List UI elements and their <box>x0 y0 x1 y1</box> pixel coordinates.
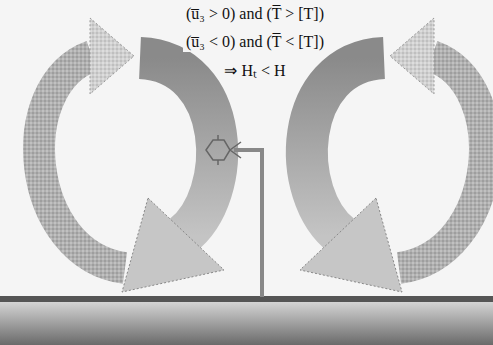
left-eddy <box>39 18 224 292</box>
anemometer <box>206 140 230 160</box>
formula-text: ⇒ Hₜ < H <box>221 61 288 81</box>
ground <box>0 302 493 345</box>
mast <box>234 150 262 297</box>
formula-text: (u̅₃ < 0) and (T̅ < [T]) <box>183 32 327 52</box>
ground-line <box>0 296 493 302</box>
formula-text: (u̅₃ > 0) and (T̅ > [T]) <box>183 4 327 24</box>
anemometer-probe <box>218 135 241 165</box>
right-eddy <box>300 18 485 292</box>
